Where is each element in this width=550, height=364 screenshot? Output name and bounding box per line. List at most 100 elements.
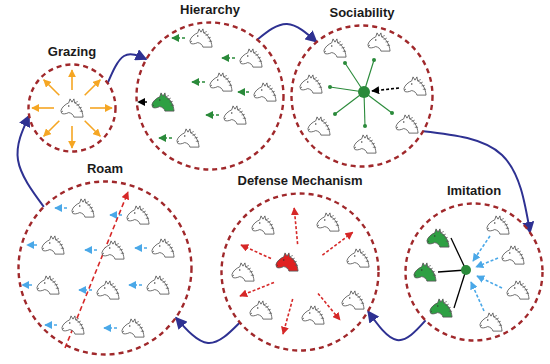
stage-circle: Sociability	[290, 5, 434, 168]
horse-icon	[97, 281, 119, 299]
horse-icon	[354, 135, 376, 153]
stage-title: Grazing	[27, 44, 117, 60]
imitation-link	[454, 270, 466, 308]
horse-icon	[308, 117, 330, 135]
cycle-arrow	[368, 311, 426, 340]
horse-icon	[42, 236, 64, 254]
social-dot	[328, 85, 332, 89]
imitation-arrow	[477, 276, 502, 288]
hierarchy-arrow	[159, 137, 172, 139]
horse-icon	[252, 216, 274, 234]
defense-arrow	[240, 283, 274, 297]
defense-arrow	[294, 208, 297, 244]
leader-horse-icon	[414, 263, 436, 281]
horse-icon	[302, 306, 324, 324]
stage-circle: Imitation	[404, 183, 544, 342]
horse-icon	[122, 319, 144, 337]
horse-icon	[210, 73, 232, 91]
imitation-arrows	[471, 236, 502, 311]
imitation-arrow	[471, 282, 484, 311]
horse-icon	[342, 291, 364, 309]
roam-arrow	[110, 214, 122, 216]
dashed-circle-outline	[27, 63, 117, 153]
grazing-arrow	[32, 107, 54, 109]
hierarchy-arrow	[192, 81, 205, 83]
stage-circle: Defense Mechanism	[220, 173, 380, 352]
horse-icon	[250, 301, 272, 319]
horse-icon	[502, 246, 524, 264]
join-arrow	[372, 88, 399, 91]
horse-icon	[102, 241, 124, 259]
horse-icon	[232, 263, 254, 281]
horse-icon	[487, 216, 509, 234]
cycle-arrow	[17, 116, 43, 207]
grazing-arrow	[90, 107, 112, 109]
stage-circle: Hierarchy	[135, 2, 285, 171]
grazing-arrow	[44, 80, 60, 96]
social-links	[330, 60, 392, 126]
stage-title: Roam	[17, 161, 193, 177]
roam-arrow	[135, 247, 147, 249]
dashed-circle	[19, 182, 192, 355]
horse-icon	[61, 99, 83, 117]
roam-arrow	[129, 284, 142, 286]
leader-horse-icon	[152, 93, 174, 111]
imitation-arrow	[476, 258, 498, 267]
grazing-arrow	[85, 80, 101, 96]
horse-icon	[368, 33, 390, 51]
defense-arrows	[240, 208, 353, 334]
horse-icon	[37, 276, 59, 294]
social-dot	[343, 61, 347, 65]
leader-horse-icon	[430, 299, 452, 317]
horse-icon	[300, 75, 322, 93]
roam-arrow	[85, 249, 97, 251]
horse-icon	[127, 206, 149, 224]
horse-icon	[404, 77, 426, 95]
grazing-arrow	[71, 126, 73, 148]
dashed-circle	[137, 23, 284, 170]
dashed-circle	[222, 194, 379, 351]
social-dot	[363, 124, 367, 128]
horse-icon	[152, 239, 174, 257]
horse-icon	[147, 276, 169, 294]
roam-arrow	[45, 324, 57, 326]
horse-icon	[347, 249, 369, 267]
social-dot	[333, 112, 337, 116]
cycle-arrow	[257, 24, 316, 42]
roam-arrow	[55, 207, 67, 209]
horse-icon	[62, 316, 84, 334]
horse-icon	[224, 106, 246, 124]
cycle-arrow	[423, 131, 530, 232]
dashed-circle-outline	[135, 21, 285, 171]
herd-center-dot	[461, 265, 471, 275]
roam-arrows	[22, 208, 147, 328]
dashed-circle	[406, 204, 543, 341]
dashed-circle	[29, 65, 116, 152]
horse-icon	[177, 129, 199, 147]
leader-arrow	[138, 101, 147, 103]
horse-icon	[324, 39, 346, 57]
grazing-arrow	[85, 121, 101, 137]
roam-arrow	[104, 327, 117, 329]
social-dot	[390, 111, 394, 115]
horse-icon	[254, 83, 276, 101]
herd-center-dot	[358, 86, 370, 98]
stage-title: Hierarchy	[135, 2, 285, 18]
hierarchy-arrow	[222, 57, 235, 59]
horse-icon	[317, 213, 339, 231]
stage-title: Sociability	[290, 5, 434, 21]
stage-circle: Grazing	[27, 44, 117, 153]
defense-arrow	[283, 299, 293, 334]
dashed-circle-outline	[17, 180, 193, 356]
dashed-circle-outline	[220, 192, 380, 352]
imitation-link	[451, 238, 466, 270]
imitation-links	[438, 238, 466, 308]
hierarchy-arrow	[206, 114, 219, 116]
stage-circle: Roam	[17, 161, 193, 356]
stage-title: Imitation	[404, 183, 544, 199]
stage-title: Defense Mechanism	[220, 173, 380, 189]
cycle-arrow	[108, 54, 147, 83]
imitation-arrow	[473, 236, 490, 261]
threatened-horse-icon	[276, 253, 298, 271]
leader-horse-icon	[427, 229, 449, 247]
